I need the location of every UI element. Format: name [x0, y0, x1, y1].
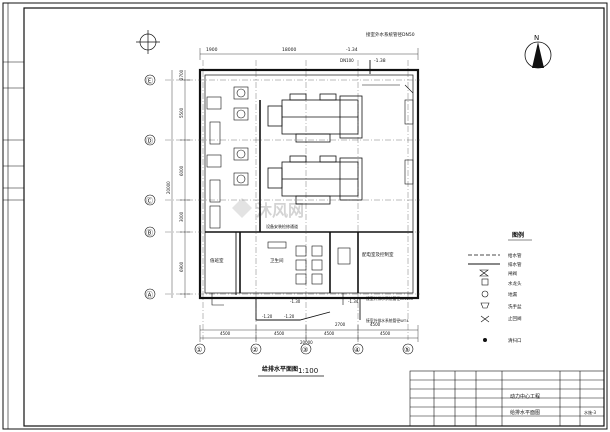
top-total-dim: 18000 [282, 47, 296, 53]
legend: 图例 给水管 排水管 闸阀 水龙头 地漏 洗手盆 止回阀 清扫口 [468, 231, 532, 344]
left-equipment [206, 96, 222, 229]
left-dimensions [171, 70, 190, 298]
title-block-project: 动力中心工程 [510, 393, 540, 400]
watermark-logo: 沐风网 [232, 198, 304, 220]
drawing-title: 给排水平面图 [262, 365, 298, 373]
row-axis-bubbles [144, 74, 156, 300]
bottom-dim-3: 4500 [324, 331, 335, 336]
legend-title: 图例 [512, 231, 524, 239]
bottom-extra-1: 2700 [335, 322, 346, 327]
row-axis-c: Ⓒ [146, 197, 153, 205]
right-wall-fixtures [362, 84, 414, 185]
top-note-2: DN100 [340, 58, 354, 63]
legend-item-4: 水龙头 [508, 280, 522, 287]
left-dim-5: 6900 [179, 261, 184, 272]
top-partial-dim: 1900 [206, 47, 218, 53]
binding-strip [3, 3, 24, 429]
corridor-note: 设备安装检修通道 [266, 223, 298, 229]
left-dim-1: 2700 [179, 69, 184, 80]
room-c-label: 配电室及控制室 [362, 251, 394, 258]
partition-walls [205, 100, 413, 293]
top-dimensions [199, 48, 419, 60]
title-block-drawing-no: 水施-3 [584, 409, 596, 415]
bottom-level-4: -1.34 [348, 299, 359, 304]
bottom-dim-1: 4500 [220, 331, 231, 336]
bottom-level-1: -1.30 [290, 299, 301, 304]
col-axis-4: ④ [354, 346, 360, 354]
left-dim-2: 5500 [179, 107, 184, 118]
bottom-dim-4: 4500 [380, 331, 391, 336]
top-level-1: -1.34 [346, 47, 358, 53]
legend-item-2: 排水管 [508, 261, 522, 268]
legend-item-3: 闸阀 [508, 270, 517, 277]
title-block [409, 370, 605, 427]
title-block-sheet-name: 给排水平面图 [510, 409, 540, 416]
washroom-fixtures [267, 241, 351, 285]
watermark-text: 沐风网 [256, 201, 304, 220]
north-arrow-icon: N [524, 34, 552, 69]
col-axis-5: ⑤ [404, 346, 410, 354]
room-a-label: 值班室 [210, 257, 224, 264]
left-dim-3: 6000 [179, 165, 184, 176]
doors [211, 84, 414, 306]
row-axis-e: Ⓔ [146, 77, 153, 85]
inner-border [23, 7, 605, 427]
main-unit-2 [267, 155, 363, 205]
legend-item-6: 洗手盆 [508, 303, 522, 310]
legend-item-5: 地漏 [508, 291, 517, 298]
bottom-note-2: 接室外排水系统管径WT4 [366, 318, 409, 323]
row-axis-b: Ⓑ [146, 229, 153, 237]
row-axis-d: Ⓓ [146, 137, 153, 145]
pipes [235, 60, 371, 321]
left-total-dim: 20000 [166, 181, 171, 194]
drawing-scale: 1:100 [298, 367, 318, 375]
pump-units [233, 86, 249, 186]
col-axis-1: ① [196, 346, 202, 354]
bottom-note-1: 接室外排水系统管径DN100 [366, 296, 414, 301]
bottom-dimensions [199, 325, 419, 342]
building-plan: 值班室 卫生间 配电室及控制室 设备安装检修通道 [165, 60, 420, 340]
legend-item-7: 止回阀 [508, 315, 522, 322]
top-note-1: 接室外水系统管径DN50 [366, 31, 415, 38]
row-axis-a: Ⓐ [146, 291, 153, 299]
bottom-level-3: -1.20 [284, 314, 295, 319]
bottom-dim-2: 4500 [274, 331, 285, 336]
left-dim-4: 3000 [179, 211, 184, 222]
room-b-label: 卫生间 [270, 257, 284, 264]
bottom-level-2: -1.20 [262, 314, 273, 319]
col-axis-3: ③ [302, 346, 308, 354]
north-label: N [534, 34, 539, 42]
top-level-2: -1.38 [374, 58, 386, 64]
axis-bubble-top [136, 30, 160, 54]
legend-item-1: 给水管 [508, 252, 522, 259]
main-unit-1 [267, 93, 363, 143]
legend-item-8: 清扫口 [508, 337, 522, 344]
column-axis-bubbles [194, 343, 414, 355]
bottom-total-dim: 20000 [300, 340, 313, 345]
building-outer-wall [198, 68, 420, 300]
bottom-extra-2: 4500 [370, 322, 381, 327]
col-axis-2: ② [252, 346, 258, 354]
